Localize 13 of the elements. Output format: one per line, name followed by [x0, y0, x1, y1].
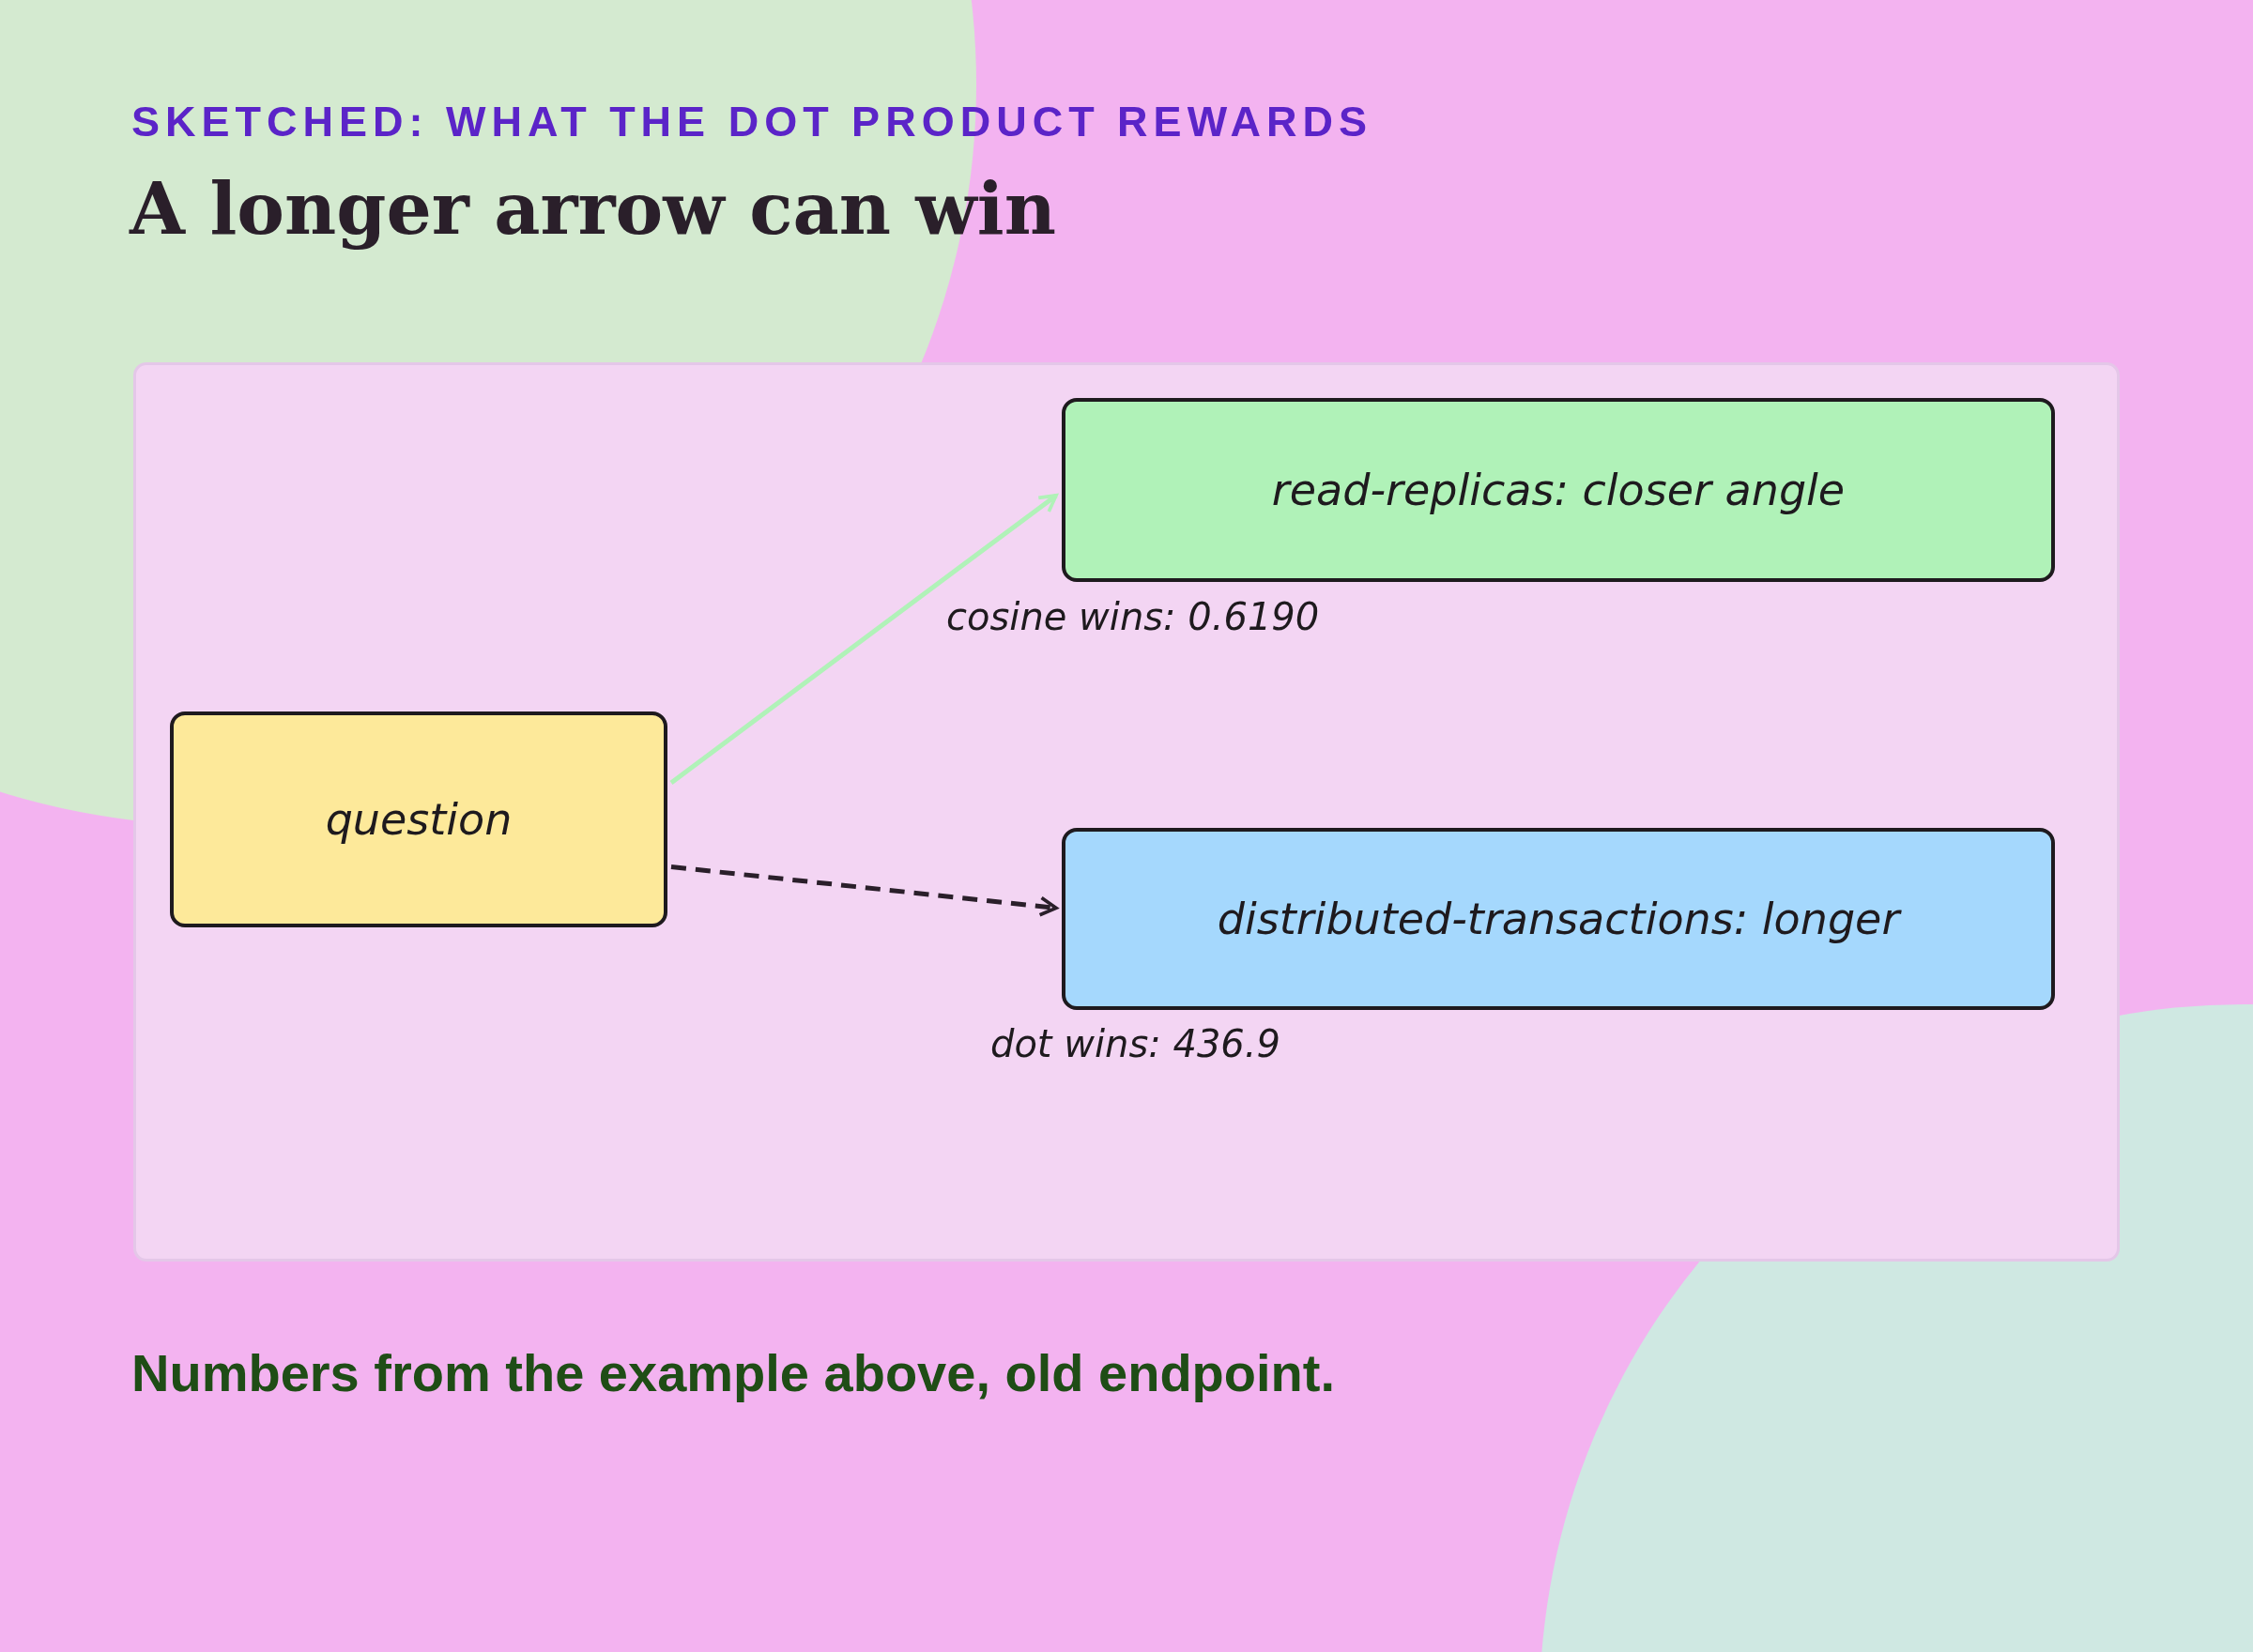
process-box	[1062, 828, 2055, 1010]
score-label: dot wins: 436.9	[990, 1022, 1280, 1065]
box-label: read-replicas: closer angle	[1271, 465, 1846, 515]
box-label: distributed-transactions: longer	[1217, 894, 1900, 944]
title: A longer arrow can win	[130, 167, 1056, 251]
process-box	[1062, 398, 2055, 582]
eyebrow-heading: SKETCHED: WHAT THE DOT PRODUCT REWARDS	[131, 98, 1373, 146]
caption: Numbers from the example above, old endpoint.	[131, 1342, 1335, 1403]
score-label: cosine wins: 0.6190	[946, 595, 1320, 638]
process-box	[170, 711, 667, 927]
box-label: question	[325, 794, 513, 845]
arrow	[670, 864, 1058, 917]
arrow	[669, 493, 1058, 785]
